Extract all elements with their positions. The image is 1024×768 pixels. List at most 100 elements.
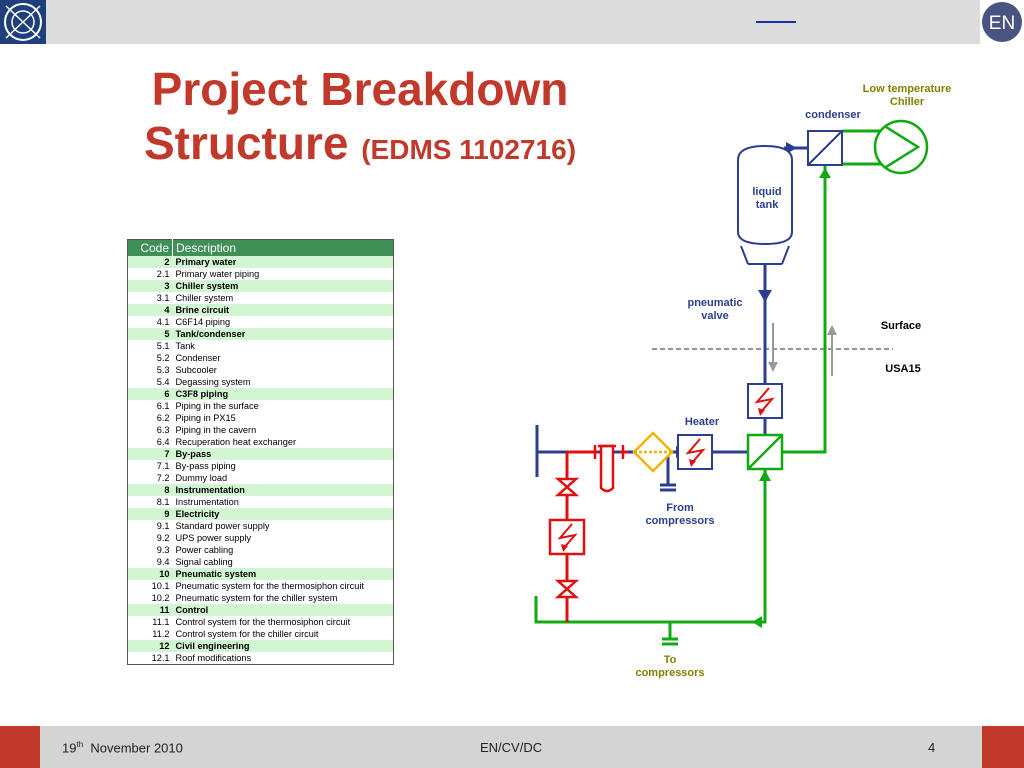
row-description: Electricity	[172, 508, 394, 520]
heat-exchanger	[746, 433, 784, 471]
row-code: 5.4	[127, 376, 173, 388]
title-edms: (EDMS 1102716)	[361, 134, 577, 165]
valve-label-line1: pneumatic	[687, 297, 743, 309]
en-logo: EN	[980, 0, 1024, 44]
row-description: Dummy load	[172, 472, 394, 484]
heater-upper	[747, 383, 783, 419]
top-link-underline	[756, 21, 796, 23]
row-code: 8	[127, 484, 173, 496]
row-code: 6.1	[127, 400, 173, 412]
row-description: Pneumatic system for the thermosiphon ci…	[172, 580, 394, 592]
row-code: 6.3	[127, 424, 173, 436]
heater-label: Heater	[684, 416, 720, 428]
header-code: Code	[127, 239, 173, 256]
valve-label: pneumatic valve	[672, 297, 758, 323]
row-code: 4	[127, 304, 173, 316]
footer-date-day: 19	[62, 740, 77, 756]
flow-arrow-green-1	[752, 616, 762, 628]
row-description: Civil engineering	[172, 640, 394, 652]
row-description: Pneumatic system	[172, 568, 394, 580]
row-description: Subcooler	[172, 364, 394, 376]
row-code: 8.1	[127, 496, 173, 508]
row-description: Power cabling	[172, 544, 394, 556]
row-code: 11.1	[127, 616, 173, 628]
row-code: 6	[127, 388, 173, 400]
tank-label: liquid tank	[740, 186, 794, 212]
heater-blue	[677, 434, 713, 470]
row-description: Tank	[172, 340, 394, 352]
row-description: Piping in the surface	[172, 400, 394, 412]
row-description: Piping in the cavern	[172, 424, 394, 436]
tank-label-line2: tank	[755, 199, 779, 211]
row-code: 5.2	[127, 352, 173, 364]
chiller-label-line2: Chiller	[889, 96, 925, 108]
top-bar	[0, 0, 1024, 44]
filter	[632, 431, 674, 473]
footer-bar	[0, 726, 1024, 768]
row-description: Instrumentation	[172, 484, 394, 496]
row-code: 7	[127, 448, 173, 460]
row-description: Control system for the thermosiphon circ…	[172, 616, 394, 628]
row-description: Condenser	[172, 352, 394, 364]
row-description: Control	[172, 604, 394, 616]
row-description: By-pass piping	[172, 460, 394, 472]
grey-arrows	[772, 323, 833, 376]
flow-arrow-blue-3	[758, 290, 772, 302]
footer-accent-right	[982, 726, 1024, 768]
row-code: 12	[127, 640, 173, 652]
chiller-pump	[873, 119, 929, 175]
row-code: 9.4	[127, 556, 173, 568]
footer-date: 19th November 2010	[62, 740, 183, 755]
footer-date-suffix: th	[76, 740, 84, 749]
chiller-label: Low temperature Chiller	[845, 83, 969, 109]
title-line-2: Structure (EDMS 1102716)	[60, 116, 660, 177]
condenser	[807, 130, 843, 166]
row-code: 6.2	[127, 412, 173, 424]
footer-department: EN/CV/DC	[480, 740, 543, 755]
row-code: 7.1	[127, 460, 173, 472]
row-code: 5.1	[127, 340, 173, 352]
row-description: C3F8 piping	[172, 388, 394, 400]
row-code: 10	[127, 568, 173, 580]
row-code: 2	[127, 256, 173, 268]
to-label-line1: To	[663, 654, 677, 666]
row-description: Chiller system	[172, 280, 394, 292]
surface-label: Surface	[880, 320, 922, 332]
row-description: Pneumatic system for the chiller system	[172, 592, 394, 604]
row-description: Roof modifications	[172, 652, 394, 665]
tank-label-line1: liquid	[752, 186, 782, 198]
chiller-label-line1: Low temperature	[862, 83, 952, 95]
row-description: Chiller system	[172, 292, 394, 304]
row-description: Instrumentation	[172, 496, 394, 508]
row-description: Control system for the chiller circuit	[172, 628, 394, 640]
to-compressors-label: To compressors	[624, 654, 716, 680]
red-separator	[593, 444, 625, 493]
row-code: 10.2	[127, 592, 173, 604]
row-description: Primary water piping	[172, 268, 394, 280]
valve-top	[554, 477, 580, 497]
row-code: 3	[127, 280, 173, 292]
from-compressors-label: From compressors	[634, 502, 726, 528]
grey-arrow-down	[768, 362, 778, 372]
row-code: 9.3	[127, 544, 173, 556]
liquid-tank	[737, 144, 793, 265]
title-line-1: Project Breakdown	[151, 63, 569, 115]
row-description: Brine circuit	[172, 304, 394, 316]
